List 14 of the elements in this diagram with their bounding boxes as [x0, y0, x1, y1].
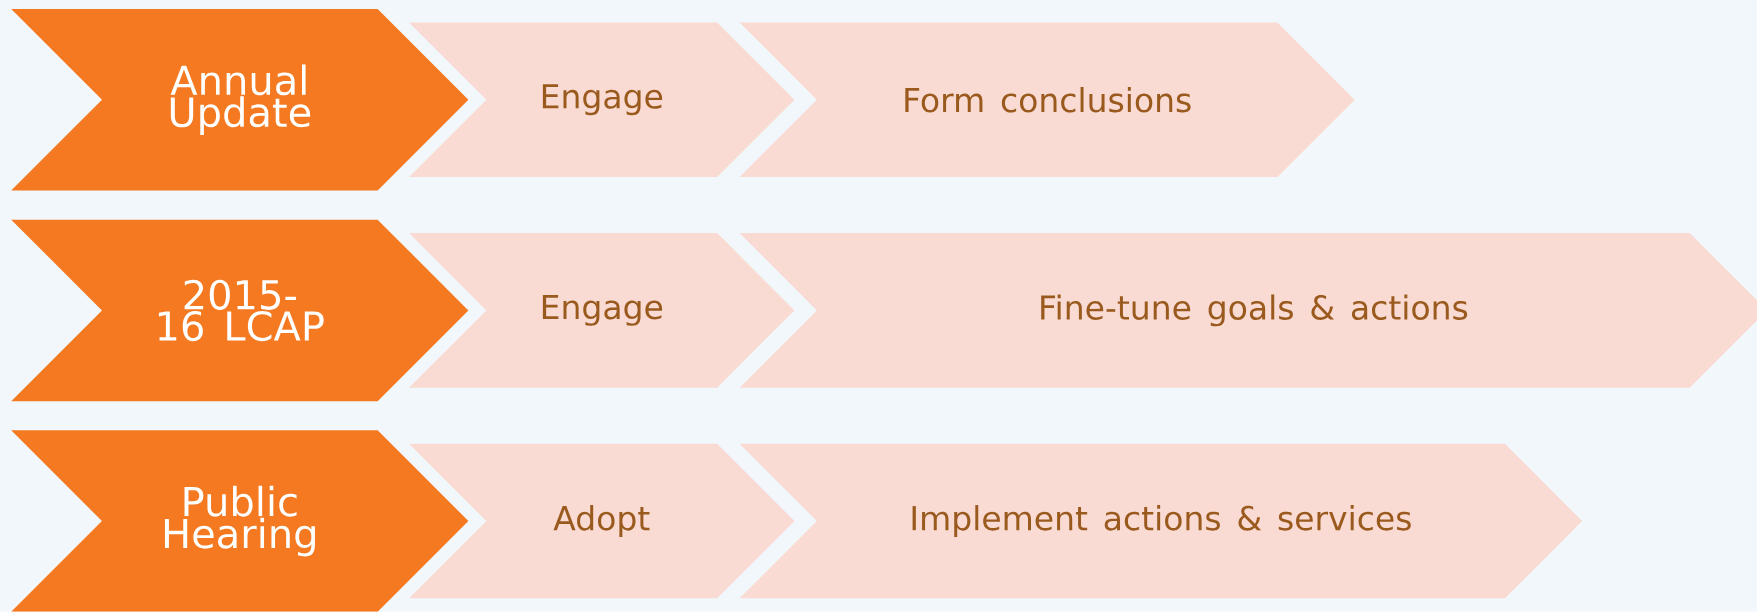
step-banner: Engage [409, 233, 795, 388]
node-label: Engage [542, 295, 663, 326]
node-label: Adopt [553, 505, 650, 538]
node-label: Form conclusions [905, 87, 1191, 113]
stage-banner: 2015-16 LCAP [11, 219, 469, 402]
stage-banner: Annual Update [11, 9, 469, 191]
step-banner: Form conclusions [739, 22, 1355, 178]
step-banner: Fine-tune goals & actions [739, 233, 1757, 388]
node-label: Implement actions & services [912, 505, 1411, 538]
step-banner: Adopt [409, 443, 795, 599]
stage-banner: Public Hearing [11, 430, 469, 612]
node-label: Fine-tune goals & actions [1041, 294, 1468, 327]
step-banner: Engage [409, 22, 795, 178]
node-label: Engage [542, 84, 663, 116]
